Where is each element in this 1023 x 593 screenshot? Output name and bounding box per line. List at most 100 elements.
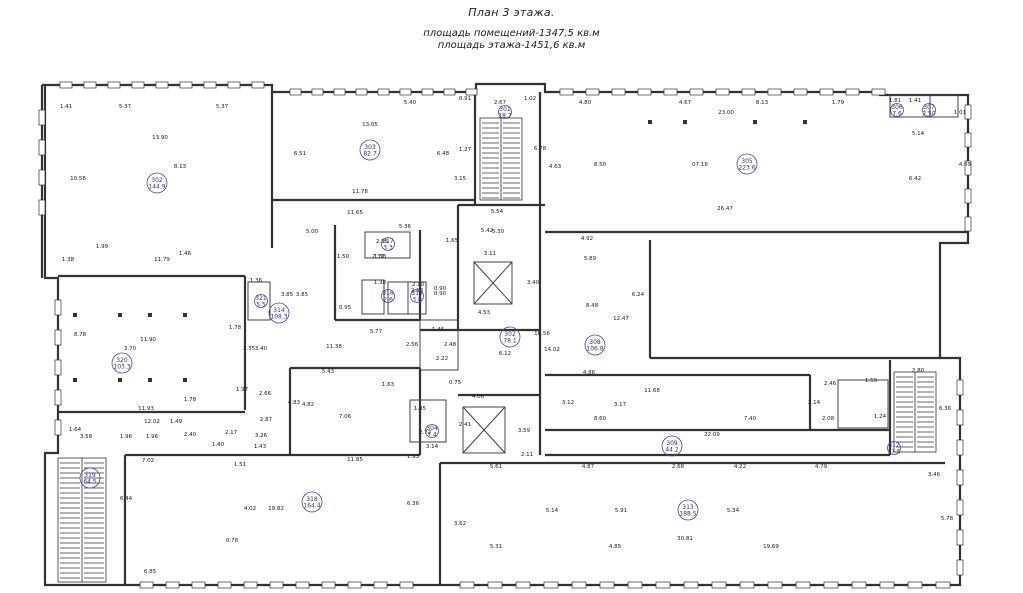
room-area: 164.4 bbox=[303, 503, 320, 510]
window bbox=[459, 581, 475, 589]
dimension-label: 6.12 bbox=[499, 351, 511, 357]
dimension-label: 0.91 bbox=[459, 96, 471, 102]
dimension-label: 2.37 bbox=[372, 254, 385, 260]
dimension-label: 4.92 bbox=[581, 236, 593, 242]
window bbox=[739, 581, 755, 589]
dimension-label: 1.59 bbox=[865, 378, 878, 384]
dimension-label: 4.67 bbox=[679, 100, 692, 106]
dimension-label: 6.24 bbox=[632, 292, 645, 298]
window bbox=[373, 581, 388, 589]
window bbox=[851, 581, 867, 589]
window bbox=[611, 88, 626, 96]
window bbox=[964, 160, 972, 176]
dimension-label: 1.50 bbox=[337, 254, 350, 260]
dimension-label: 6.42 bbox=[909, 176, 921, 182]
dimension-label: 11.79 bbox=[154, 257, 170, 263]
window bbox=[879, 581, 895, 589]
dimension-label: 2.56 bbox=[406, 342, 419, 348]
dimension-label: 5.31 bbox=[490, 544, 502, 550]
plan-title: План 3 этажа. bbox=[468, 6, 555, 19]
dimension-label: 8.78 bbox=[74, 332, 87, 338]
window bbox=[54, 389, 62, 406]
dimension-label: 11.65 bbox=[347, 210, 363, 216]
dimension-label: 4.69 bbox=[959, 162, 972, 168]
dimension-label: 4.02 bbox=[244, 506, 256, 512]
dimension-label: 3.11 bbox=[484, 251, 496, 257]
dimension-label: 2.46 bbox=[824, 381, 837, 387]
dimension-label: 1.41 bbox=[909, 98, 921, 104]
dimension-label: 2.10 bbox=[412, 282, 425, 288]
dimension-label: 4.63 bbox=[549, 164, 562, 170]
dimension-label: 3.40 bbox=[255, 346, 268, 352]
room-marker bbox=[736, 153, 758, 175]
window bbox=[355, 88, 368, 96]
dimension-label: 2.22 bbox=[436, 356, 448, 362]
dimension-label: 8.13 bbox=[756, 100, 769, 106]
dimension-label: 11.90 bbox=[140, 337, 156, 343]
dimension-label: 22.09 bbox=[704, 432, 720, 438]
dimension-label: 19.69 bbox=[763, 544, 779, 550]
window bbox=[311, 88, 324, 96]
room-marker bbox=[890, 103, 904, 117]
dimension-label: 1.46 bbox=[179, 251, 192, 257]
room-area: 7.4 bbox=[427, 432, 437, 439]
dimension-label: 7.06 bbox=[339, 414, 352, 420]
dimension-label: 8.60 bbox=[594, 416, 607, 422]
dimension-label: 2.67 bbox=[494, 100, 507, 106]
dimension-label: 1.99 bbox=[96, 244, 109, 250]
room-number: 306 bbox=[891, 104, 903, 111]
dimension-label: 4.83 bbox=[288, 400, 301, 406]
dimension-label: 12.47 bbox=[613, 316, 629, 322]
room-area: 2.6 bbox=[383, 297, 393, 304]
room-marker bbox=[381, 289, 395, 303]
room-area: 3.3 bbox=[383, 245, 393, 252]
room-area: 106.8 bbox=[586, 346, 603, 353]
window bbox=[627, 581, 643, 589]
window bbox=[38, 199, 46, 216]
dimension-label: 5.37 bbox=[119, 104, 132, 110]
window bbox=[767, 88, 782, 96]
room-number: 307 bbox=[923, 104, 935, 111]
dimension-label: 11.93 bbox=[138, 406, 154, 412]
window bbox=[295, 581, 310, 589]
dimension-label: 11.38 bbox=[326, 344, 342, 350]
window bbox=[54, 419, 62, 436]
dimension-label: 5.00 bbox=[306, 229, 319, 235]
room-number: 317 bbox=[382, 238, 394, 245]
window bbox=[956, 529, 964, 546]
interior-walls bbox=[58, 92, 968, 585]
dimension-label: 13.05 bbox=[362, 122, 378, 128]
dimension-label: 2.55 bbox=[376, 239, 389, 245]
dimension-label: 4.80 bbox=[579, 100, 592, 106]
window bbox=[289, 88, 302, 96]
window bbox=[155, 81, 169, 89]
window bbox=[956, 499, 964, 516]
dimension-label: 6.36 bbox=[939, 406, 952, 412]
window bbox=[741, 88, 756, 96]
dimension-label: 11.68 bbox=[644, 388, 660, 394]
dimension-label: 0.78 bbox=[226, 538, 239, 544]
dimension-label: 5.14 bbox=[912, 131, 925, 137]
window bbox=[399, 88, 412, 96]
dimension-label: 26.47 bbox=[717, 206, 733, 212]
dimension-label: 1.35 bbox=[414, 406, 427, 412]
dimension-label: 5.61 bbox=[490, 464, 502, 470]
window bbox=[599, 581, 615, 589]
room-number: 313 bbox=[682, 504, 694, 511]
dimension-label: 1.38 bbox=[62, 257, 75, 263]
dimension-label: 2.40 bbox=[184, 432, 197, 438]
window bbox=[964, 132, 972, 148]
dimension-label: 3.35 bbox=[243, 346, 256, 352]
dimension-label: 5.43 bbox=[322, 369, 335, 375]
dimension-label: 3.12 bbox=[562, 400, 574, 406]
dimension-label: 12.02 bbox=[144, 419, 160, 425]
dimension-label: 4.79 bbox=[815, 464, 828, 470]
room-area: 144.9 bbox=[148, 184, 165, 191]
room-area: 7.6 bbox=[892, 111, 902, 118]
room-number: 301 bbox=[499, 106, 511, 113]
room-marker bbox=[79, 467, 101, 489]
dimension-label: 3.14 bbox=[426, 444, 439, 450]
dimension-label: 2.11 bbox=[521, 452, 533, 458]
dimension-label: 3.26 bbox=[255, 433, 268, 439]
